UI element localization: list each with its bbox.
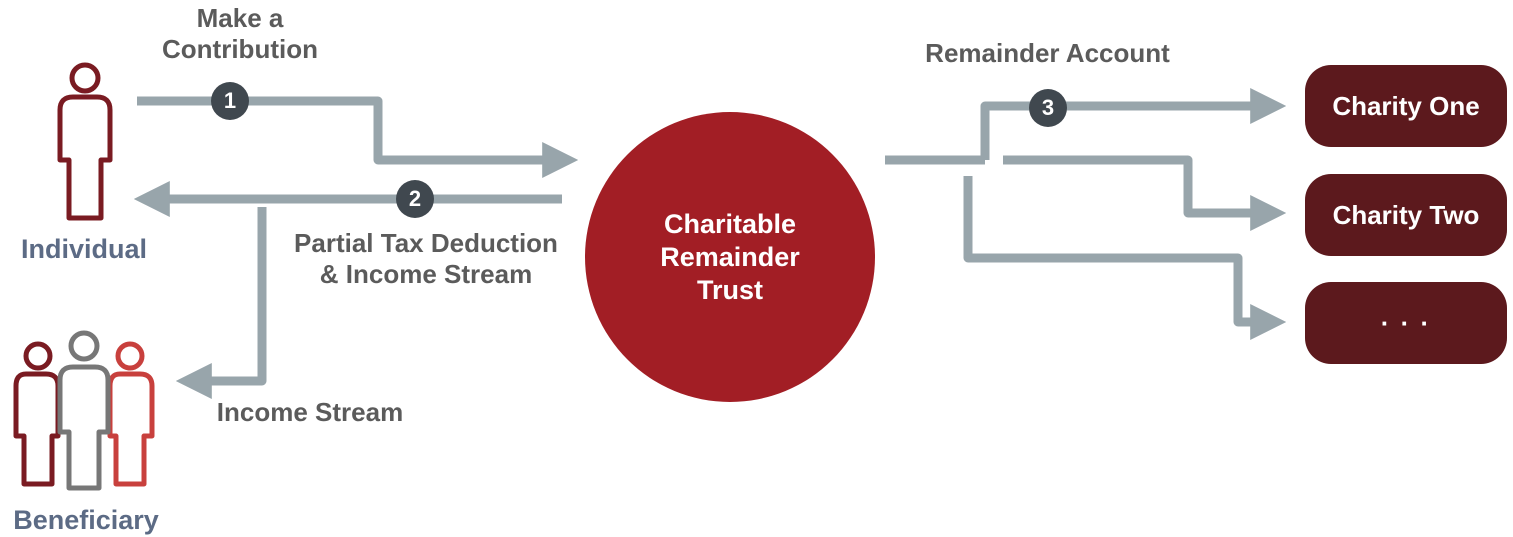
individual-label: Individual (20, 234, 147, 264)
step-2-badge: 2 (396, 180, 434, 218)
income-stream-arrow (175, 207, 267, 399)
charity-one-arrow (980, 88, 1287, 160)
charity-more-box: · · · (1305, 282, 1507, 364)
person-icon (57, 62, 113, 221)
charity-two-box: Charity Two (1305, 174, 1507, 256)
step-1-badge: 1 (211, 82, 249, 120)
charity-more-arrow (963, 176, 1287, 340)
group-icon (13, 330, 155, 491)
charity-one-box: Charity One (1305, 65, 1507, 147)
income-stream-label: Income Stream (216, 397, 404, 427)
make-contribution-label: Make a Contribution (162, 3, 318, 64)
partial-tax-label: Partial Tax Deduction & Income Stream (294, 228, 558, 289)
charitable-remainder-trust: Charitable Remainder Trust (585, 112, 875, 402)
beneficiary-label: Beneficiary (13, 505, 159, 535)
remainder-account-label: Remainder Account (925, 38, 1170, 68)
trust-label: Charitable Remainder Trust (660, 208, 800, 305)
charity-two-arrow (1003, 155, 1287, 231)
step-3-badge: 3 (1029, 89, 1067, 127)
contribution-arrow (137, 96, 579, 178)
